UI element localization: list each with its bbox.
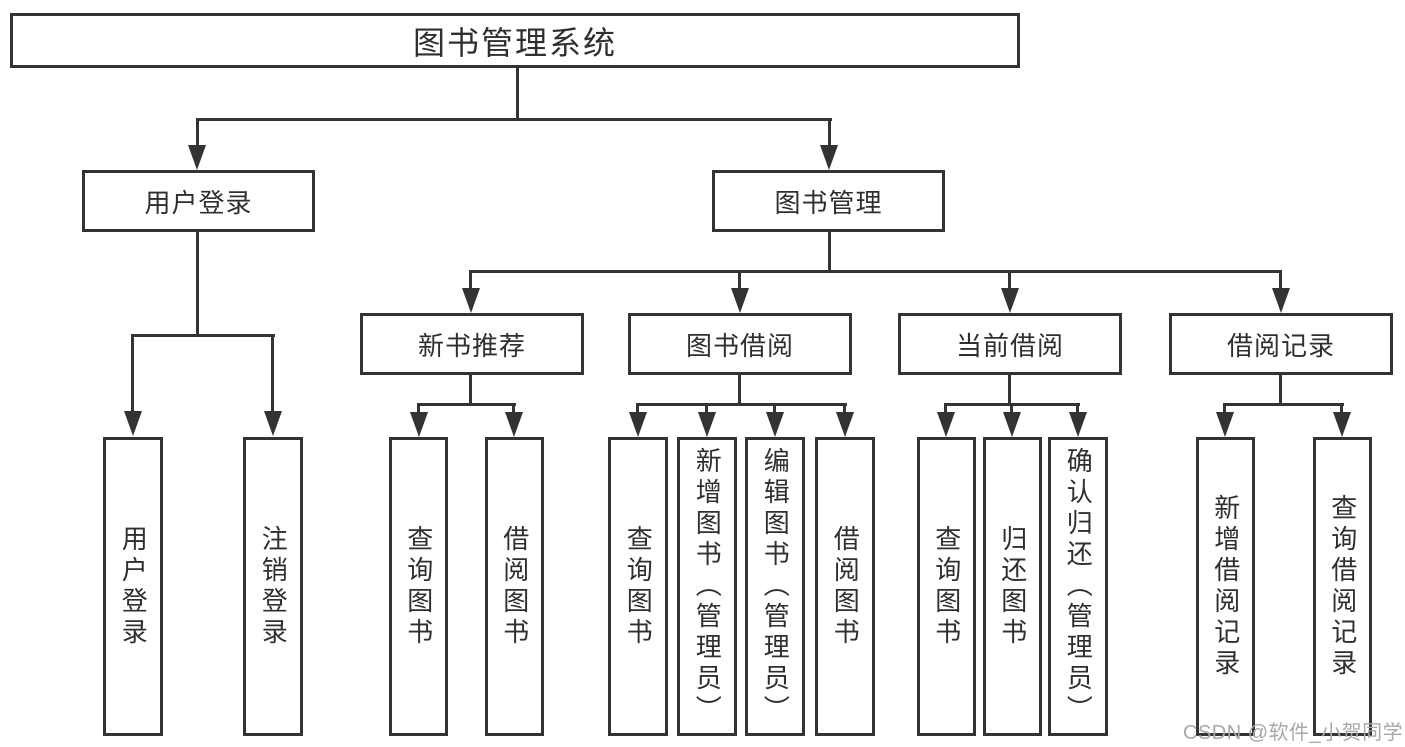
arrow-down-icon (836, 412, 854, 437)
connector-line (843, 403, 846, 415)
node-query-borrow-record: 查询借阅记录 (1313, 437, 1372, 736)
arrow-down-icon (1001, 288, 1019, 313)
node-book-borrowing: 图书借阅 (628, 313, 852, 375)
arrow-down-icon (1069, 412, 1087, 437)
arrow-down-icon (629, 412, 647, 437)
connector-line (417, 403, 420, 415)
arrow-down-icon (698, 412, 716, 437)
connector-line (705, 403, 708, 415)
connector-line (1223, 403, 1226, 415)
node-edit-books-admin: 编辑图书（管理员） (745, 437, 805, 736)
arrow-down-icon (1272, 288, 1290, 313)
arrow-down-icon (731, 288, 749, 313)
node-borrowing-borrow-books: 借阅图书 (815, 437, 875, 736)
node-add-books-admin: 新增图书（管理员） (677, 437, 737, 736)
arrow-down-icon (505, 412, 523, 437)
connector-line (131, 334, 275, 337)
connector-line (131, 334, 134, 413)
arrow-down-icon (766, 412, 784, 437)
connector-line (1223, 403, 1344, 406)
connector-line (828, 232, 831, 272)
node-borrowing-records: 借阅记录 (1169, 313, 1393, 375)
node-confirm-return-admin: 确认归还（管理员） (1048, 437, 1108, 736)
node-current-query-books: 查询图书 (917, 437, 976, 736)
connector-line (469, 375, 472, 405)
connector-line (1279, 270, 1282, 290)
connector-line (738, 270, 741, 290)
connector-line (636, 403, 847, 406)
connector-line (469, 270, 1282, 273)
connector-line (196, 118, 832, 121)
arrow-down-icon (124, 411, 142, 436)
arrow-down-icon (264, 411, 282, 436)
node-user-login: 用户登录 (82, 170, 315, 232)
connector-line (1008, 375, 1011, 405)
connector-line (196, 118, 199, 148)
connector-line (1008, 270, 1011, 290)
connector-line (773, 403, 776, 415)
connector-line (271, 334, 274, 413)
arrow-down-icon (188, 145, 206, 170)
node-book-management: 图书管理 (712, 170, 945, 232)
node-new-book-recommendation: 新书推荐 (360, 313, 584, 375)
connector-line (1340, 403, 1343, 415)
node-library-management-system: 图书管理系统 (10, 13, 1020, 68)
arrow-down-icon (937, 412, 955, 437)
connector-line (196, 232, 199, 336)
arrow-down-icon (1216, 412, 1234, 437)
node-recommend-borrow-books: 借阅图书 (485, 437, 544, 736)
arrow-down-icon (820, 145, 838, 170)
node-return-books: 归还图书 (983, 437, 1042, 736)
connector-line (1010, 403, 1013, 415)
node-add-borrow-record: 新增借阅记录 (1196, 437, 1255, 736)
connector-line (516, 66, 519, 120)
connector-line (636, 403, 639, 415)
node-current-borrowing: 当前借阅 (898, 313, 1122, 375)
connector-line (417, 403, 516, 406)
connector-line (828, 118, 831, 148)
node-user-login-action: 用户登录 (103, 437, 163, 736)
arrow-down-icon (410, 412, 428, 437)
connector-line (469, 270, 472, 290)
node-borrowing-query-books: 查询图书 (608, 437, 668, 736)
arrow-down-icon (1333, 412, 1351, 437)
arrow-down-icon (462, 288, 480, 313)
connector-line (738, 375, 741, 405)
connector-line (1279, 375, 1282, 405)
connector-line (944, 403, 947, 415)
watermark: CSDN @软件_小贺同学 (1183, 722, 1404, 744)
node-logout-action: 注销登录 (243, 437, 303, 736)
connector-line (1076, 403, 1079, 415)
arrow-down-icon (1003, 412, 1021, 437)
connector-line (512, 403, 515, 415)
node-recommend-query-books: 查询图书 (389, 437, 448, 736)
